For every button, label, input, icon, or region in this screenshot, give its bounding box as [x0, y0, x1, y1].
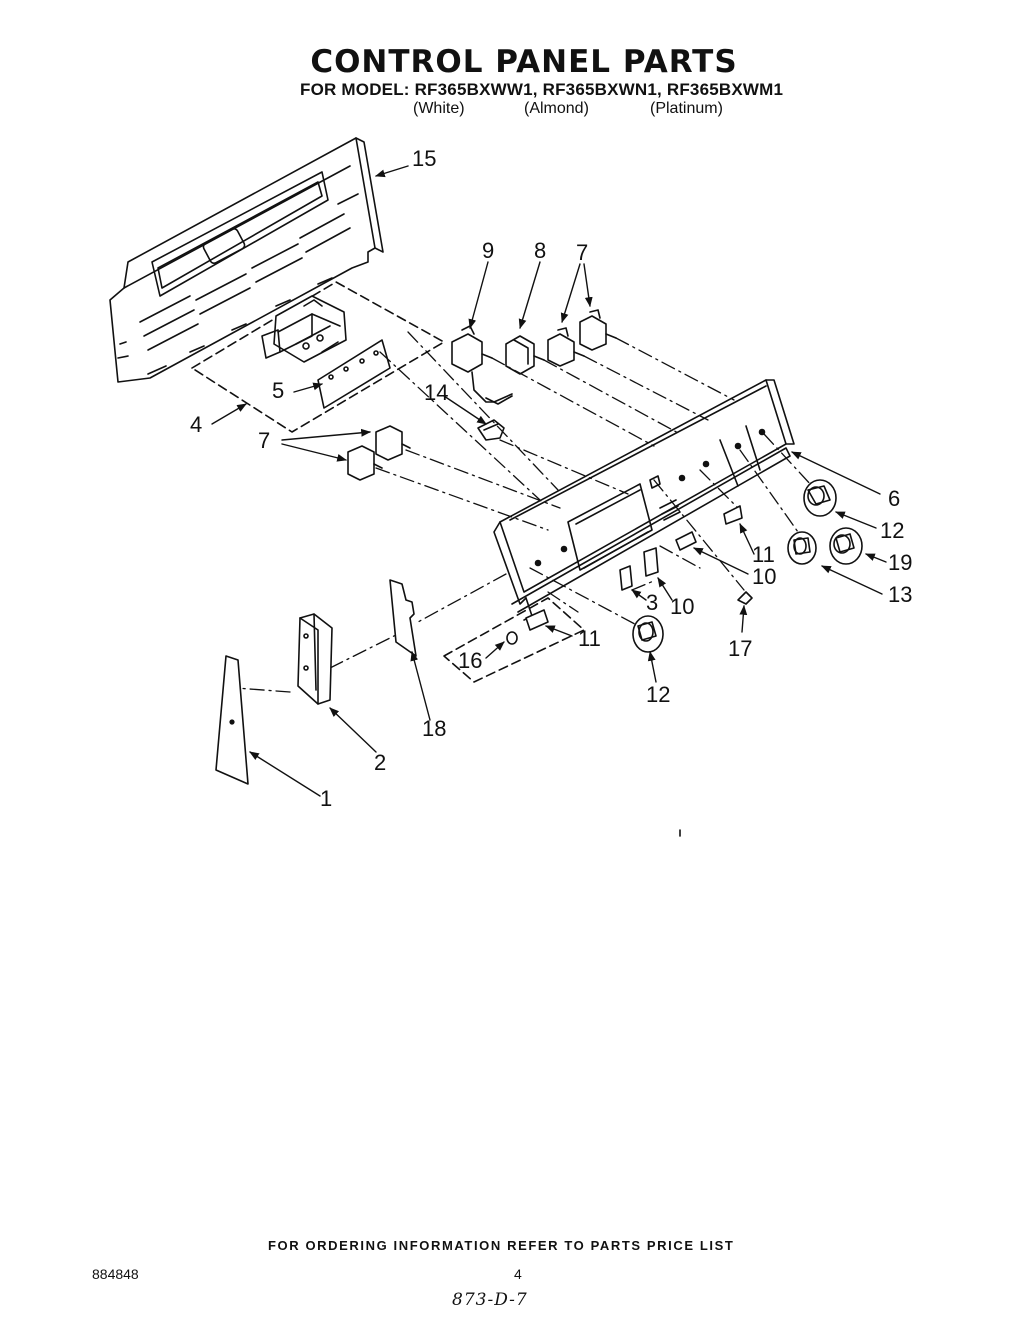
handwritten-note: 873-D-7 [452, 1290, 528, 1310]
knob-selector [787, 531, 817, 565]
variant-almond: (Almond) [524, 100, 589, 117]
trim-bracket [297, 613, 333, 705]
variant-platinum: (Platinum) [650, 100, 723, 117]
callout-12-lower: 12 [646, 682, 670, 707]
callout-19: 19 [888, 550, 912, 575]
callout-16: 16 [458, 648, 482, 673]
callout-12-upper: 12 [880, 518, 904, 543]
panel-bracket [389, 579, 417, 657]
callout-11-lower: 11 [578, 626, 601, 651]
callout-11-upper: 11 [752, 542, 775, 567]
callout-5: 5 [272, 378, 284, 403]
backguard-panel [109, 137, 384, 383]
callout-3: 3 [646, 590, 658, 615]
ordering-note: FOR ORDERING INFORMATION REFER TO PARTS … [268, 1238, 735, 1253]
knob-rear-right [803, 479, 837, 517]
callout-7-upper: 7 [576, 240, 588, 265]
callout-1: 1 [320, 786, 332, 811]
selector-switch [505, 335, 545, 375]
callout-13: 13 [888, 582, 912, 607]
variant-white: (White) [413, 100, 465, 117]
indicator-lens-group [443, 597, 585, 683]
thermostat-switch [451, 325, 513, 405]
control-panel-front [493, 379, 795, 621]
signal-light [737, 591, 753, 605]
callout-6: 6 [888, 486, 900, 511]
document-number: 884848 [92, 1266, 139, 1282]
page-title: CONTROL PANEL PARTS [310, 44, 738, 80]
page-number: 4 [514, 1266, 522, 1282]
clock-buttons [619, 505, 743, 591]
knob-front-left [632, 615, 664, 653]
alignment-lines [235, 331, 813, 693]
bracket-clip [477, 419, 505, 441]
model-line: FOR MODEL: RF365BXWW1, RF365BXWN1, RF365… [300, 80, 784, 99]
callout-7-lower: 7 [258, 428, 270, 453]
callout-14: 14 [424, 380, 448, 405]
callout-2: 2 [374, 750, 386, 775]
callout-10-lower: 10 [670, 594, 694, 619]
callout-labels: 15 9 8 7 5 4 14 7 6 12 19 13 11 10 3 10 … [190, 146, 912, 811]
infinite-switches-lower [347, 425, 411, 481]
switch-assembly [191, 281, 445, 433]
callout-10-upper: 10 [752, 564, 776, 589]
leader-lines [211, 165, 887, 797]
callout-4: 4 [190, 412, 202, 437]
callout-8: 8 [534, 238, 546, 263]
end-cap [215, 655, 249, 785]
callout-18: 18 [422, 716, 446, 741]
callout-17: 17 [728, 636, 752, 661]
infinite-switches-upper [547, 309, 617, 367]
callout-15: 15 [412, 146, 436, 171]
callout-9: 9 [482, 238, 494, 263]
knob-thermostat [829, 527, 863, 565]
